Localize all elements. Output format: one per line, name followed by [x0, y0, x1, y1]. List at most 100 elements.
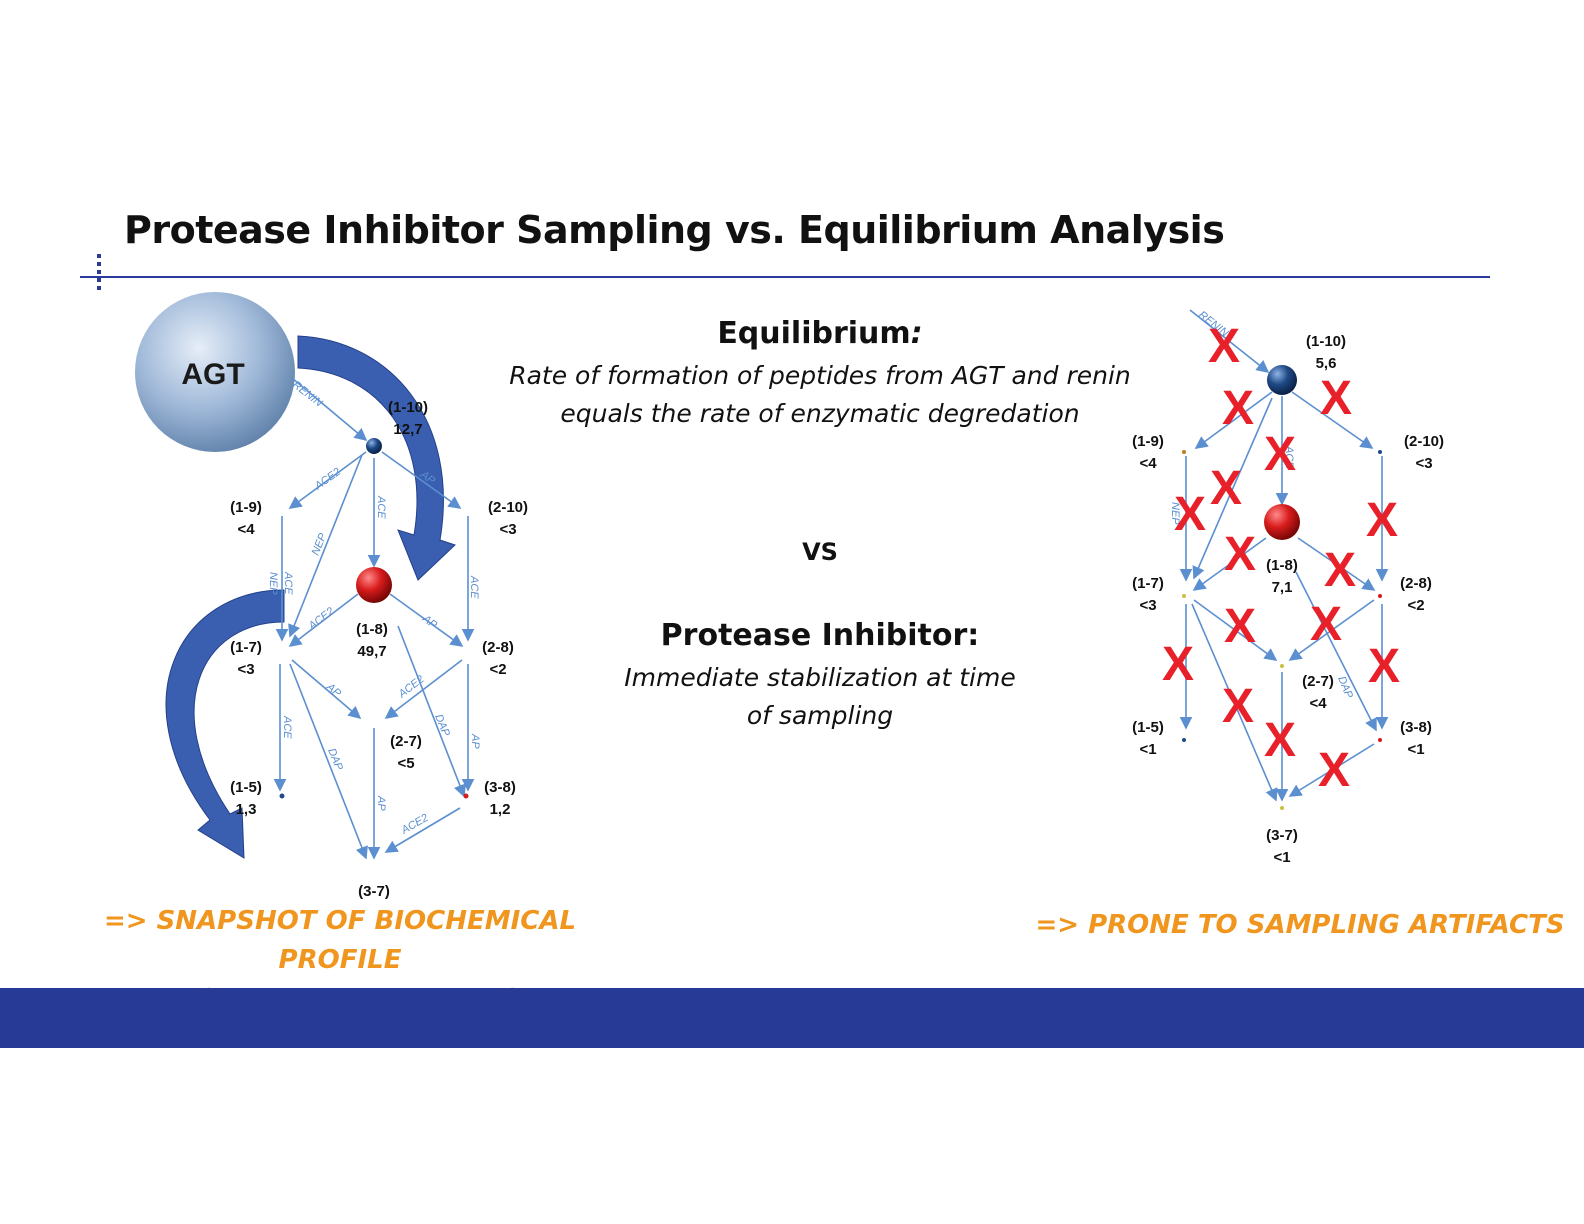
protease-inhibitor-line-2: of sampling	[746, 701, 894, 730]
right-node-label-1-9: (1-9)	[1132, 433, 1164, 450]
edge-label-ace2-b: ACE2	[306, 605, 337, 633]
right-node-dot-1-9	[1182, 450, 1186, 454]
edge-label-ace2-d: ACE2	[399, 812, 431, 837]
x-mark: X	[1224, 528, 1256, 581]
x-mark: X	[1318, 744, 1350, 797]
node-value-1-10: 12,7	[393, 421, 422, 438]
equilibrium-line-1: Rate of formation of peptides from AGT a…	[509, 361, 1131, 390]
x-mark: X	[1368, 640, 1400, 693]
right-node-dot-3-7	[1280, 806, 1284, 810]
right-node-value-1-9: <4	[1139, 455, 1157, 472]
protease-inhibitor-line-1: Immediate stabilization at time	[624, 663, 1016, 692]
title-underline	[80, 276, 1490, 278]
edge-label-ap-d: AP	[469, 733, 481, 749]
right-node-sphere-1-10	[1267, 365, 1297, 395]
node-label-1-8: (1-8)	[356, 621, 388, 638]
edge-label-ace-b: ACE	[282, 571, 294, 595]
x-mark: X	[1222, 382, 1254, 435]
node-value-2-7: <5	[397, 755, 414, 772]
node-dot-1-5	[279, 793, 285, 799]
right-node-value-3-8: <1	[1407, 741, 1424, 758]
x-mark: X	[1174, 488, 1206, 541]
right-node-label-1-5: (1-5)	[1132, 719, 1164, 736]
right-node-value-1-10: 5,6	[1316, 355, 1337, 372]
node-value-1-9: <4	[237, 521, 255, 538]
big-curved-arrow-left	[165, 589, 285, 859]
right-edge-label-dap: DAP	[1335, 675, 1355, 701]
title-dots-decoration	[97, 254, 101, 294]
right-node-value-2-10: <3	[1415, 455, 1432, 472]
right-node-value-1-5: <1	[1139, 741, 1156, 758]
node-dot-3-8	[463, 793, 469, 799]
equilibrium-block: Equilibrium: Rate of formation of peptid…	[480, 316, 1160, 433]
edge-label-ap-b: AP	[419, 612, 439, 632]
node-value-1-7: <3	[237, 661, 254, 678]
left-edges	[273, 377, 475, 860]
node-sphere-1-8	[356, 567, 392, 603]
right-node-value-3-7: <1	[1273, 849, 1290, 866]
right-edge-label-ace: ACE	[1283, 445, 1295, 469]
node-value-1-8: 49,7	[357, 643, 386, 660]
right-node-dot-1-7	[1182, 594, 1186, 598]
edge-label-renin: RENIN	[290, 379, 324, 410]
right-node-label-2-7: (2-7)	[1302, 673, 1334, 690]
x-mark: X	[1162, 638, 1194, 691]
edge-label-ace-c: ACE	[468, 575, 480, 599]
right-node-label-3-7: (3-7)	[1266, 827, 1298, 844]
slide-title: Protease Inhibitor Sampling vs. Equilibr…	[124, 208, 1225, 252]
node-label-2-8: (2-8)	[482, 639, 514, 656]
edge-label-nep-b: NEP	[267, 572, 279, 595]
right-node-label-2-8: (2-8)	[1400, 575, 1432, 592]
x-mark: X	[1264, 428, 1296, 481]
node-value-2-10: <3	[499, 521, 516, 538]
right-node-label-1-7: (1-7)	[1132, 575, 1164, 592]
node-value-1-5: 1,3	[236, 801, 257, 818]
node-label-2-7: (2-7)	[390, 733, 422, 750]
protease-inhibitor-block: Protease Inhibitor: Immediate stabilizat…	[560, 618, 1080, 735]
right-caption: => PRONE TO SAMPLING ARTIFACTS	[1035, 910, 1565, 940]
right-node-label-1-8: (1-8)	[1266, 557, 1298, 574]
right-node-value-1-8: 7,1	[1272, 579, 1293, 596]
node-label-1-9: (1-9)	[230, 499, 262, 516]
big-curved-arrow-top	[297, 335, 456, 581]
right-node-dot-1-5	[1182, 738, 1186, 742]
right-node-dot-3-8	[1378, 738, 1382, 742]
right-node-value-1-7: <3	[1139, 597, 1156, 614]
left-pathway-diagram: AGT RENIN ACE2 ACE AP NEP ACE NEP ACE AC…	[135, 292, 528, 900]
x-mark: X	[1320, 372, 1352, 425]
x-mark: X	[1210, 462, 1242, 515]
footer-band	[0, 988, 1584, 1048]
x-mark: X	[1324, 544, 1356, 597]
edge-label-ace-a: ACE	[375, 495, 387, 519]
node-label-1-7: (1-7)	[230, 639, 262, 656]
equilibrium-heading: Equilibrium:	[717, 316, 923, 351]
right-node-dot-2-10	[1378, 450, 1382, 454]
edge-label-ace2-a: ACE2	[312, 466, 343, 493]
right-node-dot-2-8	[1378, 594, 1382, 598]
right-node-value-2-7: <4	[1309, 695, 1327, 712]
edge-label-ap-c: AP	[323, 680, 343, 700]
right-node-dot-2-7	[1280, 664, 1284, 668]
right-edge-label-nep: NEP	[1169, 502, 1181, 525]
right-pathway-diagram: RENIN ACE NEP DAP (1-10) 5,6 (1-9) <4 (2…	[1132, 309, 1444, 866]
node-label-1-10: (1-10)	[388, 399, 428, 416]
right-node-sphere-1-8	[1264, 504, 1300, 540]
x-mark: X	[1224, 600, 1256, 653]
x-mark: X	[1208, 320, 1240, 373]
node-sphere-1-10	[366, 438, 382, 454]
agt-sphere	[135, 292, 295, 452]
x-mark: X	[1222, 680, 1254, 733]
node-label-3-8: (3-8)	[484, 779, 516, 796]
edge-label-dap-a: DAP	[432, 713, 452, 739]
node-value-3-8: 1,2	[490, 801, 511, 818]
node-label-2-10: (2-10)	[488, 499, 528, 516]
x-mark: X	[1366, 494, 1398, 547]
edge-label-ace-d: ACE	[281, 715, 293, 739]
edge-label-ap-e: AP	[375, 795, 387, 811]
protease-inhibitor-heading: Protease Inhibitor:	[660, 618, 980, 653]
right-edges	[1179, 309, 1389, 802]
x-mark: X	[1264, 714, 1296, 767]
right-node-label-3-8: (3-8)	[1400, 719, 1432, 736]
equilibrium-line-2: equals the rate of enzymatic degredation	[560, 399, 1080, 428]
right-node-value-2-8: <2	[1407, 597, 1424, 614]
